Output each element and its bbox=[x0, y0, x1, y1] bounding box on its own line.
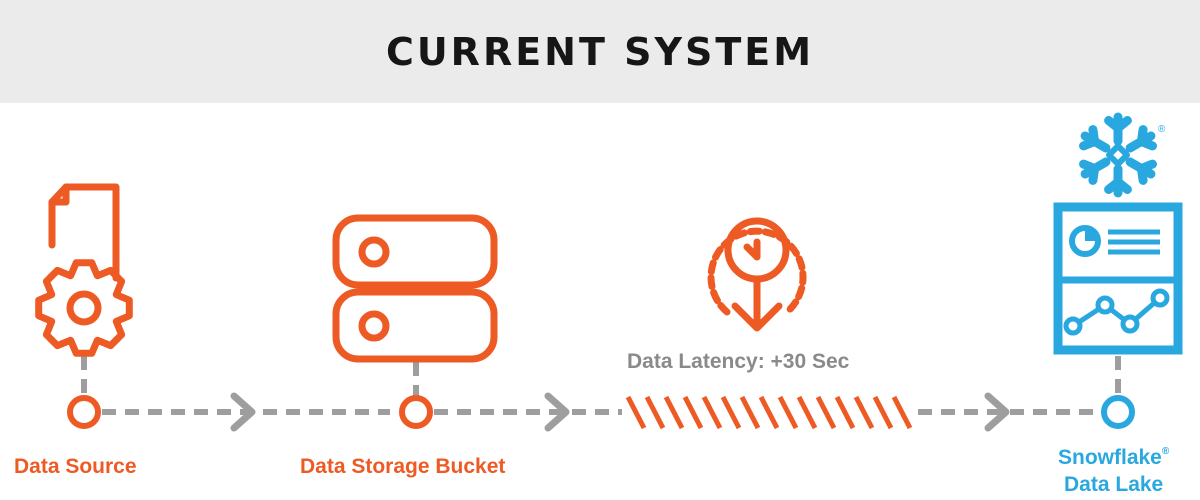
data-source-label: Data Source bbox=[14, 455, 137, 478]
hatch-stroke bbox=[682, 395, 704, 430]
snowflake-logo-icon bbox=[1079, 112, 1157, 198]
page-title: CURRENT SYSTEM bbox=[385, 29, 815, 74]
server-storage-icon bbox=[332, 214, 498, 363]
arrow-right-icon bbox=[984, 392, 1010, 432]
hatch-stroke bbox=[644, 395, 666, 430]
hatch-stroke bbox=[815, 395, 837, 430]
dashboard-icon bbox=[1053, 202, 1183, 355]
source-node bbox=[67, 395, 101, 429]
hatch-stroke bbox=[853, 395, 875, 430]
lake-label-line1: Snowflake bbox=[1058, 446, 1162, 469]
hatch-stroke bbox=[796, 395, 818, 430]
header-banner: CURRENT SYSTEM bbox=[0, 0, 1200, 103]
hatch-stroke bbox=[758, 395, 780, 430]
flow-connector bbox=[81, 356, 1121, 415]
hatch-stroke bbox=[739, 395, 761, 430]
data-storage-bucket-label: Data Storage Bucket bbox=[300, 455, 506, 478]
hatch-stroke bbox=[777, 395, 799, 430]
arrow-right-icon bbox=[544, 392, 570, 432]
clock-download-icon bbox=[707, 217, 807, 332]
snowflake-data-lake-label: Snowflake® Data Lake bbox=[1058, 438, 1169, 498]
arrow-right-icon bbox=[230, 392, 256, 432]
hatch-stroke bbox=[625, 395, 647, 430]
hatch-stroke bbox=[872, 395, 894, 430]
hatch-stroke bbox=[701, 395, 723, 430]
lake-label-line2: Data Lake bbox=[1064, 473, 1164, 496]
document-gear-icon bbox=[35, 183, 133, 357]
bucket-node bbox=[399, 395, 433, 429]
registered-mark: ® bbox=[1158, 124, 1166, 135]
hatch-stroke bbox=[834, 395, 856, 430]
hatch-stroke bbox=[891, 395, 913, 430]
hatch-stroke bbox=[720, 395, 742, 430]
hatch-stroke bbox=[663, 395, 685, 430]
gear-icon bbox=[35, 259, 133, 357]
latency-hatch bbox=[625, 395, 913, 430]
lake-node bbox=[1101, 395, 1135, 429]
lake-registered-mark: ® bbox=[1161, 446, 1170, 457]
data-latency-label: Data Latency: +30 Sec bbox=[627, 350, 850, 373]
